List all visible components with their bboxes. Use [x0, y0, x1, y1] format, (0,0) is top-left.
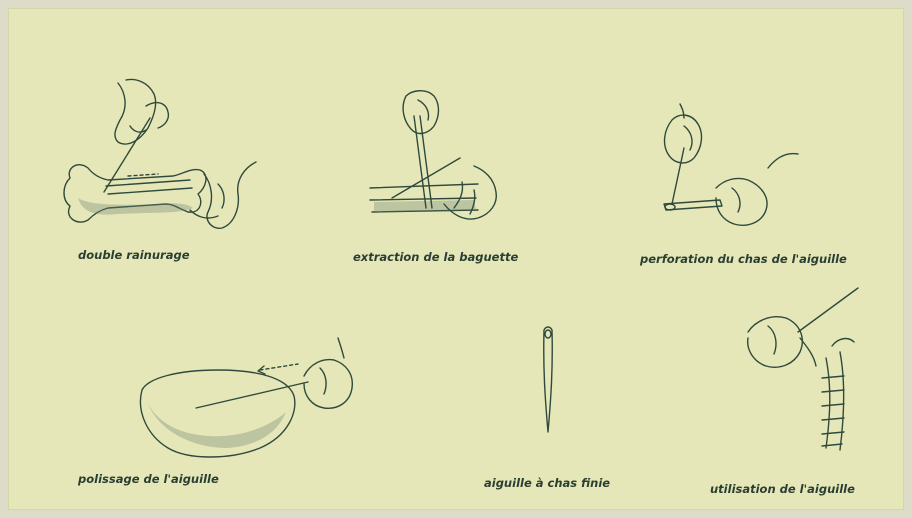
utilisation-drawing	[748, 288, 858, 450]
polissage-drawing	[140, 338, 352, 457]
illustration-panel: double rainurage extraction de la baguet…	[8, 8, 904, 510]
perforation-drawing	[664, 104, 798, 225]
extraction-drawing	[370, 91, 496, 219]
caption-polissage: polissage de l'aiguille	[78, 472, 219, 486]
caption-extraction: extraction de la baguette	[353, 250, 518, 264]
caption-double-rainurage: double rainurage	[78, 248, 190, 262]
caption-utilisation: utilisation de l'aiguille	[710, 482, 855, 496]
finished-needle-drawing	[544, 327, 553, 432]
caption-perforation: perforation du chas de l'aiguille	[640, 252, 847, 266]
double-rainurage-drawing	[64, 80, 256, 229]
caption-aiguille-finie: aiguille à chas finie	[484, 476, 610, 490]
